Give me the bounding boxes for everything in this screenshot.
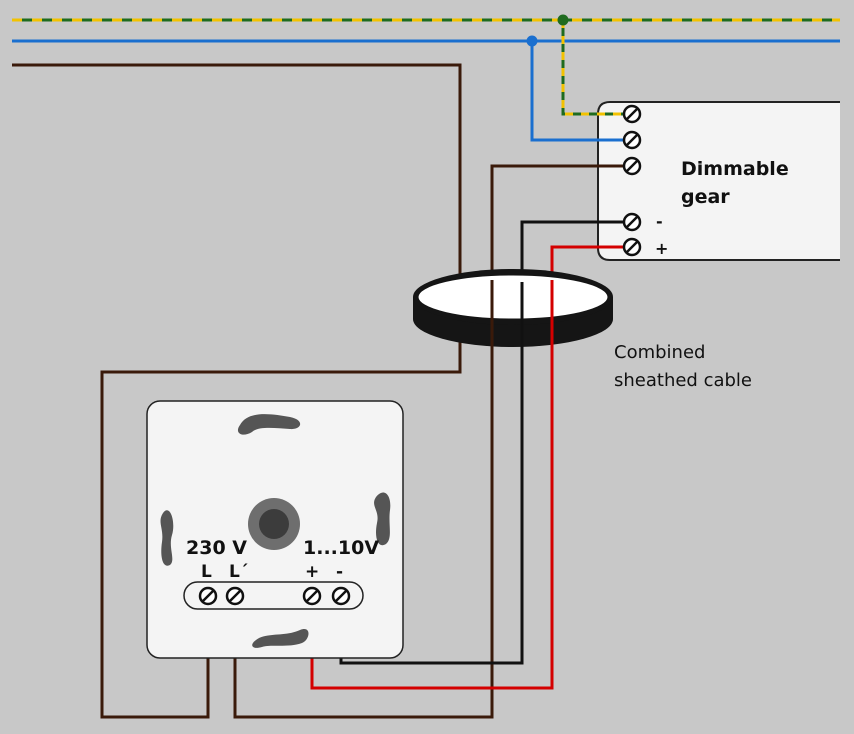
dimmer-terminal-L	[198, 586, 218, 606]
sheathed-cable-ring	[413, 269, 613, 347]
dimmer-terminal-minus-label: -	[336, 562, 343, 582]
gear-terminal-earth	[622, 104, 642, 124]
dimmer-mount-slot-bottom	[252, 628, 309, 648]
earth-junction-dot	[557, 14, 569, 26]
dimmer-terminal-plus-label: +	[305, 562, 319, 582]
gear-title-line2: gear	[681, 186, 730, 208]
dimmer-mount-slot-right	[374, 492, 391, 546]
gear-terminal-plus	[622, 237, 642, 257]
cable-label-line2: sheathed cable	[614, 370, 752, 391]
dimmer-mains-label: 230 V	[186, 537, 247, 559]
gear-terminal-minus	[622, 212, 642, 232]
dimmer-terminal-Lprime-label: L´	[229, 562, 248, 582]
dimmer-mount-slot-left	[160, 510, 174, 566]
gear-terminal-phase	[622, 156, 642, 176]
dimmer-knob-center	[259, 509, 289, 539]
gear-title-line1: Dimmable	[681, 158, 789, 180]
switched-phase-wire	[233, 164, 632, 719]
neutral-junction-dot	[526, 35, 538, 47]
dimmer-terminal-plus	[302, 586, 322, 606]
dimmer-terminal-L-label: L	[201, 562, 212, 582]
phase-feed-wire	[12, 63, 462, 719]
cable-label-line1: Combined	[614, 342, 705, 363]
dimmer-terminal-minus	[331, 586, 351, 606]
dimmer-control-label: 1...10V	[303, 537, 379, 559]
neutral-drop-wire	[530, 41, 632, 142]
earth-drop-wire	[561, 20, 632, 116]
gear-plus-label: +	[655, 239, 668, 258]
dimmer-terminal-Lprime	[225, 586, 245, 606]
dimmer-mount-slot-top	[237, 414, 301, 435]
dimmable-gear-box	[597, 101, 840, 261]
gear-terminal-neutral	[622, 130, 642, 150]
gear-minus-label: -	[656, 212, 663, 231]
